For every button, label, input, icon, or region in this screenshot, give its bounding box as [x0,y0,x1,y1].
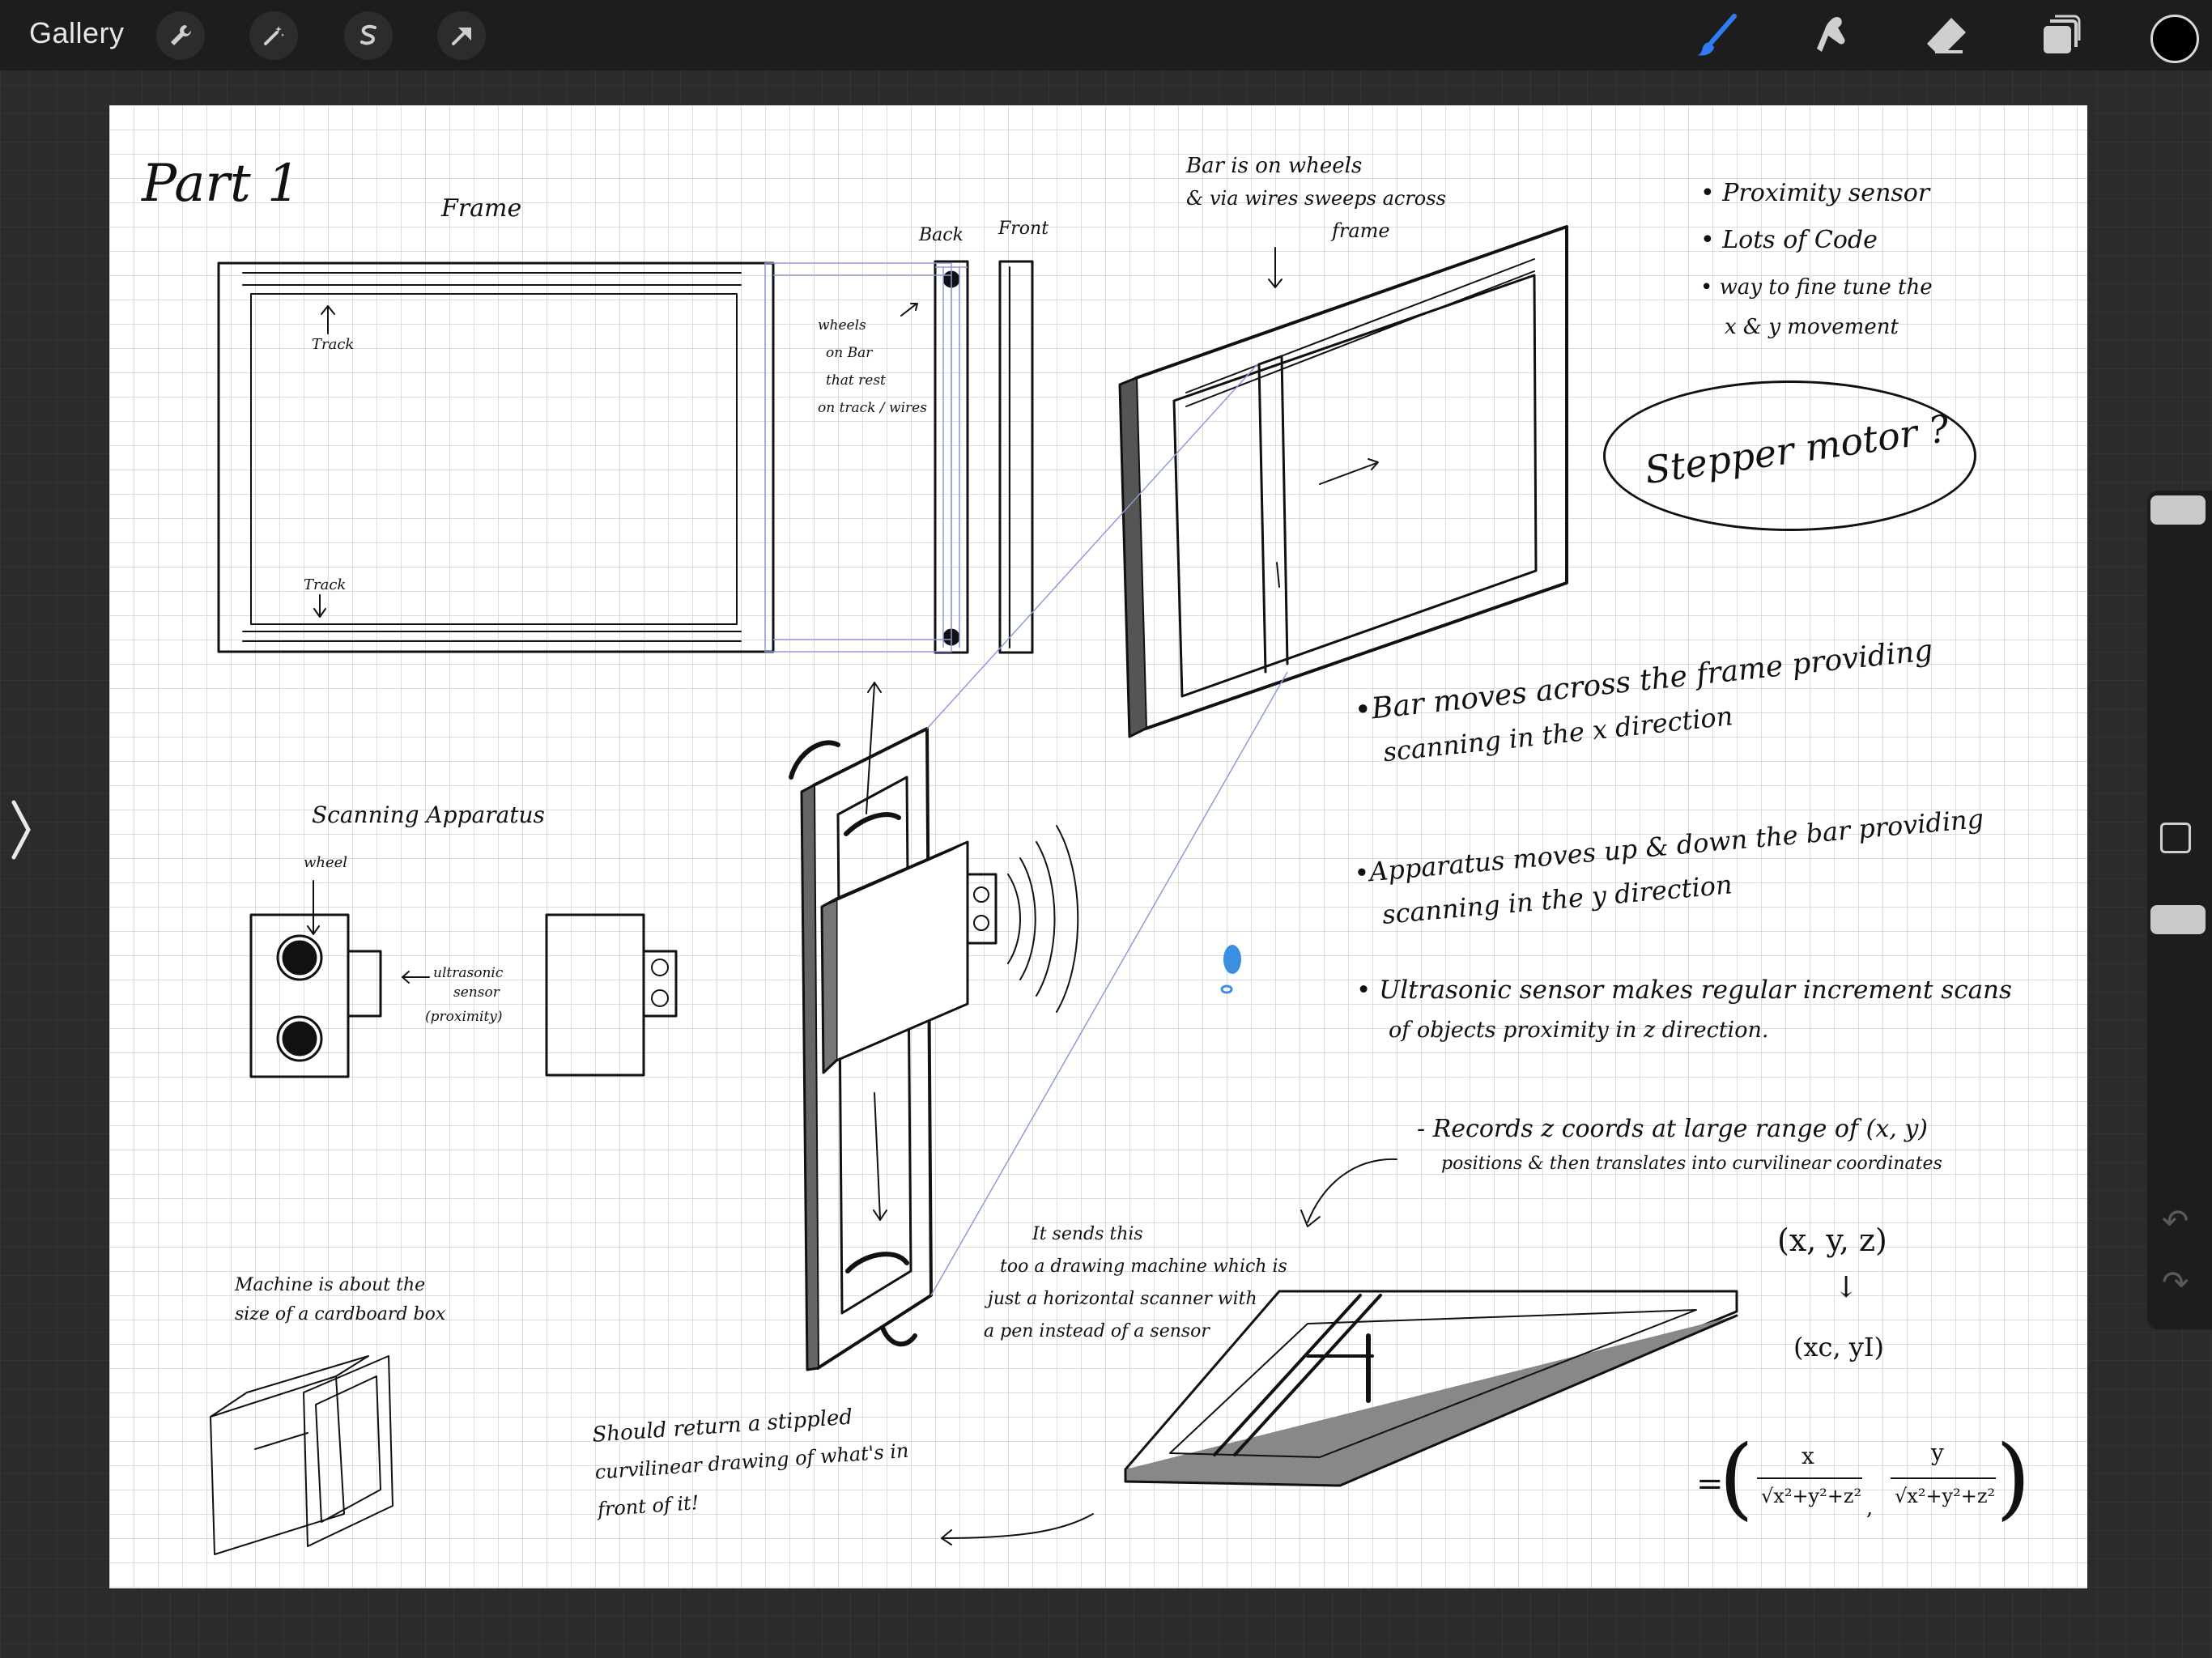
wrench-icon[interactable] [156,11,205,60]
selection-icon[interactable] [344,11,393,60]
frame-outline [217,261,775,653]
eraser-icon[interactable] [1921,10,1972,62]
layers-icon[interactable] [2034,10,2086,62]
conversion-formula: = ( ) x √x²+y²+z² , y √x²+y²+z² [1696,1426,2031,1529]
blue-paint-blot [1223,945,1241,974]
wheels-note: wheels on Bar that rest on track / wires [818,317,927,416]
sketch-linework [210,225,1738,1555]
frame-label: Frame [441,194,522,223]
return-note: Should return a stippled curvilinear dra… [591,1405,910,1521]
redo-icon[interactable]: ↷ [2162,1265,2189,1302]
bullet-ultrasonic-scans: • Ultrasonic sensor makes regular increm… [1356,976,2012,1043]
top-toolbar: Gallery [0,0,2212,70]
brush-opacity-slider[interactable] [2150,905,2206,934]
color-picker-swatch[interactable] [2150,15,2199,63]
ultrasonic-note: ultrasonic sensor (proximity) [425,965,504,1025]
brush-size-slider[interactable] [2150,495,2206,525]
brush-icon[interactable] [1692,10,1744,62]
track-label-bottom: Track [304,576,347,593]
gallery-button[interactable]: Gallery [29,16,125,49]
drawing-canvas[interactable]: Part 1 Frame Back Front Track Track whee… [109,105,2087,1588]
track-label-top: Track [312,336,355,353]
stepper-motor-bubble [1603,380,1976,531]
requirements-list: • Proximity sensor • Lots of Code • way … [1700,179,1933,339]
front-label: Front [998,219,1049,239]
records-note: - Records z coords at large range of (x,… [1417,1115,1942,1174]
frame-inner [250,293,738,625]
coords-arrow: ↓ [1834,1271,1859,1304]
undo-icon[interactable]: ↶ [2162,1203,2189,1240]
magic-wand-icon[interactable] [249,11,298,60]
wheel-label: wheel [304,854,348,871]
sketch-title: Part 1 [142,154,300,214]
coords-xyz: (x, y, z) [1777,1222,1887,1258]
back-label: Back [919,225,963,245]
coords-curvilinear: (xc, yI) [1793,1332,1884,1363]
machine-size-note: Machine is about the size of a cardboard… [235,1275,446,1324]
transform-arrow-icon[interactable] [437,11,486,60]
eyedropper-button[interactable] [2160,823,2191,853]
bar-note: Bar is on wheels & via wires sweeps acro… [1186,154,1446,242]
smudge-icon[interactable] [1807,10,1859,62]
scanning-apparatus-label: Scanning Apparatus [312,801,545,828]
sends-note: It sends this too a drawing machine whic… [984,1224,1287,1341]
brush-sliders-panel: ↶ ↷ [2147,491,2212,1329]
sidebar-expand-handle[interactable] [0,765,42,895]
chevron-right-icon [11,800,31,860]
